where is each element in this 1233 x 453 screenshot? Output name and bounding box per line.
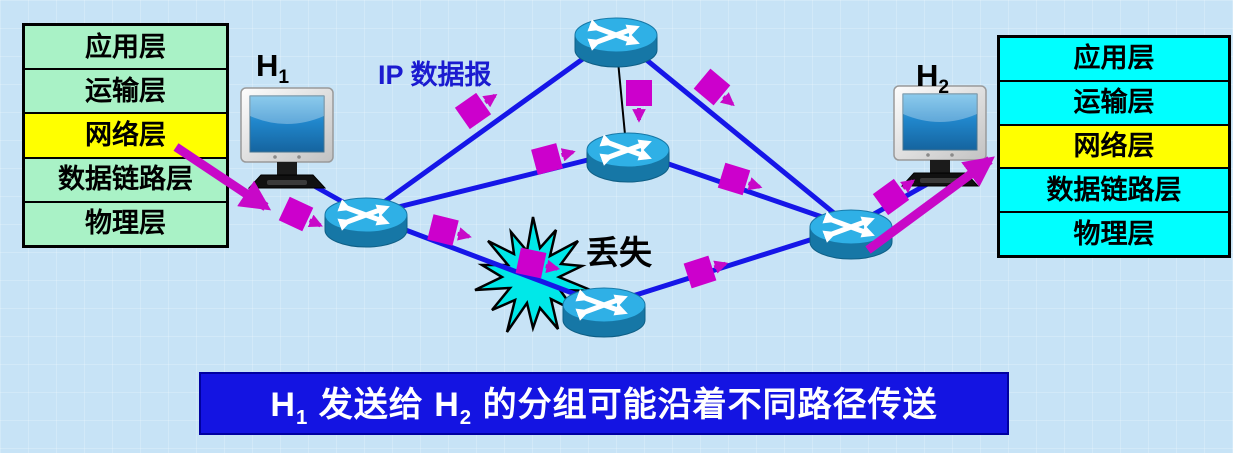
router-icon (563, 288, 645, 337)
layer-row: 应用层 (25, 26, 226, 68)
layer-label: 运输层 (85, 75, 166, 106)
packet-icon (684, 251, 730, 288)
layer-row-highlighted: 网络层 (25, 112, 226, 157)
link-line (625, 147, 854, 230)
caption-banner: H1 发送给 H2 的分组可能沿着不同路径传送 (199, 372, 1009, 435)
layer-label: 网络层 (85, 120, 166, 150)
layer-label: 应用层 (1073, 43, 1155, 74)
lost-label: 丢失 (586, 234, 652, 271)
link-line (297, 175, 369, 218)
router-icon (810, 210, 892, 259)
router-icon (587, 133, 669, 182)
computer-icon (893, 85, 987, 187)
link-line (613, 32, 854, 230)
layer-label: 应用层 (85, 31, 166, 62)
link-line (848, 175, 941, 230)
router-link-line (615, 39, 627, 146)
host-h2-label: H2 (916, 58, 950, 99)
layer-row: 物理层 (25, 200, 226, 245)
router-icon (575, 18, 657, 67)
protocol-stack-left: 应用层 运输层 网络层 数据链路层 物理层 (22, 23, 229, 248)
receive-path-arrow (865, 156, 995, 254)
packet-icon (626, 80, 652, 120)
link-line (363, 147, 631, 218)
layer-row: 物理层 (1000, 211, 1228, 255)
layer-label: 运输层 (1073, 87, 1155, 118)
layer-label: 物理层 (1073, 218, 1155, 249)
ip-datagram-label: IP 数据报 (378, 60, 492, 90)
router-icon (325, 198, 407, 247)
packet-icon (694, 69, 741, 115)
layer-row: 运输层 (25, 68, 226, 112)
layer-label: 物理层 (85, 208, 166, 239)
layer-row: 数据链路层 (1000, 167, 1228, 211)
computer-icon (240, 87, 334, 189)
host-h1-label: H1 (256, 48, 290, 89)
layer-label: 数据链路层 (1046, 174, 1182, 205)
packet-icon (279, 197, 326, 237)
packet-icon (516, 248, 561, 282)
protocol-stack-right: 应用层 运输层 网络层 数据链路层 物理层 (997, 35, 1231, 258)
packet-icon (427, 214, 472, 249)
caption-text: H1 发送给 H2 的分组可能沿着不同路径传送 (270, 386, 938, 429)
layer-label: 网络层 (1073, 130, 1155, 161)
packet-icon (718, 163, 764, 200)
packet-icon (873, 171, 921, 216)
packet-icon (531, 139, 576, 174)
layer-row-highlighted: 网络层 (1000, 123, 1228, 168)
layer-label: 数据链路层 (58, 164, 193, 195)
starburst-icon (474, 216, 594, 333)
layer-row: 运输层 (1000, 79, 1228, 124)
layer-row: 数据链路层 (25, 156, 226, 201)
link-line (363, 212, 607, 308)
layer-row: 应用层 (1000, 38, 1228, 80)
